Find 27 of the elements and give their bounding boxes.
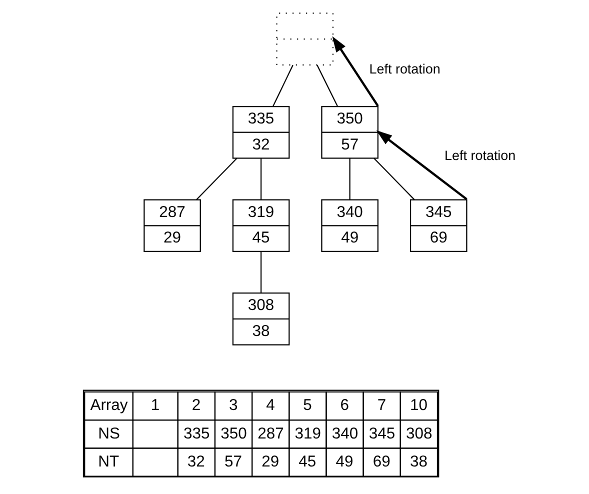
label: 319	[294, 425, 320, 442]
label: 45	[298, 453, 316, 470]
label: 32	[186, 453, 204, 470]
label: 38	[409, 453, 427, 470]
label: 10	[409, 397, 427, 414]
label: 6	[340, 397, 349, 414]
label: 335	[183, 425, 210, 442]
edge-label: Left rotation	[444, 148, 516, 163]
label: 340	[331, 425, 358, 442]
label: 7	[376, 397, 386, 414]
label: 29	[261, 453, 279, 470]
label: 2	[191, 397, 200, 414]
label: 1	[150, 397, 160, 414]
label: Array	[90, 397, 128, 414]
label: NS	[98, 425, 120, 442]
label: 4	[266, 397, 274, 414]
label: 308	[406, 425, 432, 442]
edge-label: Left rotation	[368, 61, 440, 76]
label: 69	[372, 453, 390, 470]
label: 57	[224, 453, 242, 470]
label: 5	[302, 397, 312, 414]
label: 3	[228, 397, 238, 414]
label: 350	[220, 425, 246, 442]
label: 345	[368, 425, 395, 442]
label: NT	[98, 453, 119, 470]
label: 287	[257, 425, 284, 442]
label: 49	[335, 453, 353, 470]
